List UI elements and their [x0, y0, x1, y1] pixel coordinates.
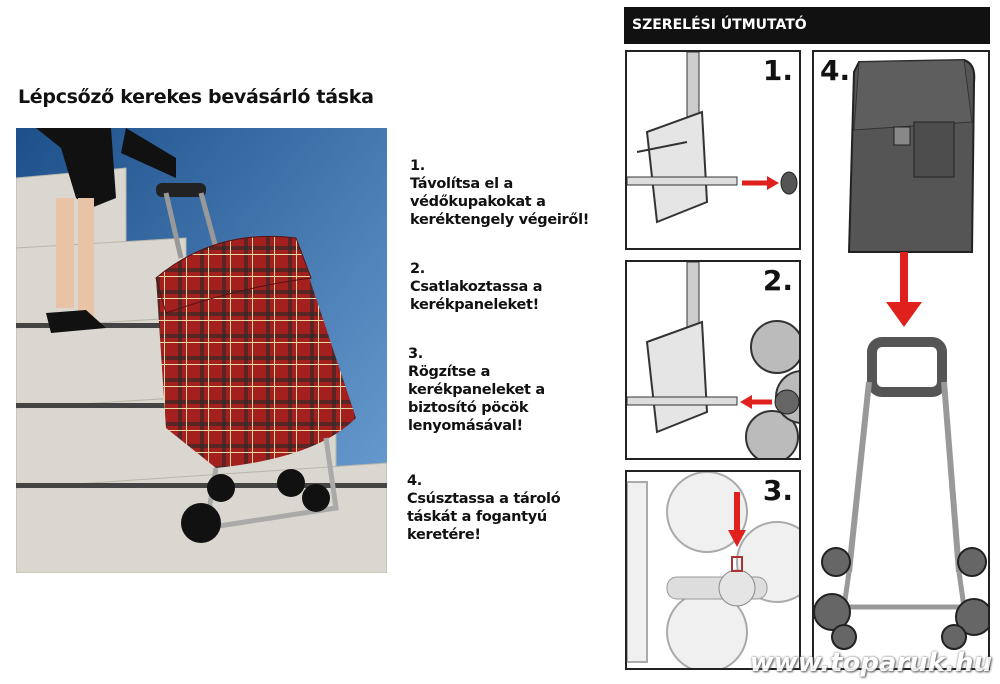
step-4: 4. Csúsztassa a tároló táskát a fogantyú…: [407, 472, 561, 544]
step-text: keretére!: [407, 527, 481, 543]
wheel-panel-illustration: [627, 262, 799, 458]
axle-cap-illustration: [627, 52, 798, 224]
step-text: Rögzítse a: [408, 364, 491, 380]
guide-header: SZERELÉSI ÚTMUTATÓ: [624, 7, 990, 44]
step-number: 2.: [410, 261, 425, 277]
panel-number: 2.: [762, 264, 793, 297]
guide-panel-1: 1.: [625, 50, 801, 250]
watermark: www.toparuk.hu: [749, 648, 992, 678]
guide-panel-2: 2.: [625, 260, 801, 460]
guide-panel-3: 3.: [625, 470, 801, 670]
step-2: 2. Csatlakoztassa a kerékpaneleket!: [410, 260, 543, 314]
step-text: védőkupakokat a: [410, 194, 546, 210]
step-number: 3.: [408, 346, 423, 362]
step-text: Csatlakoztassa a: [410, 279, 543, 295]
panel-number: 4.: [820, 54, 851, 87]
step-number: 1.: [410, 158, 425, 174]
bag-attach-illustration: [814, 58, 988, 650]
product-photo: [16, 128, 387, 573]
locking-pin-illustration: [627, 472, 799, 668]
panel-number: 1.: [762, 54, 793, 87]
step-text: táskát a fogantyú: [407, 509, 547, 525]
panel-number: 3.: [762, 474, 793, 507]
step-text: kerékpaneleket!: [410, 297, 539, 313]
step-text: Távolítsa el a: [410, 176, 513, 192]
step-text: Csúsztassa a tároló: [407, 491, 561, 507]
page-title: Lépcsőző kerekes bevásárló táska: [18, 86, 374, 108]
step-text: kerékpaneleket a: [408, 382, 545, 398]
step-text: keréktengely végeiről!: [410, 212, 590, 228]
guide-panel-4: 4.: [812, 50, 990, 670]
step-number: 4.: [407, 473, 422, 489]
step-3: 3. Rögzítse a kerékpaneleket a biztosító…: [408, 345, 545, 435]
step-text: biztosító pöcök: [408, 400, 529, 416]
step-1: 1. Távolítsa el a védőkupakokat a kerékt…: [410, 157, 589, 229]
step-text: lenyomásával!: [408, 418, 523, 434]
